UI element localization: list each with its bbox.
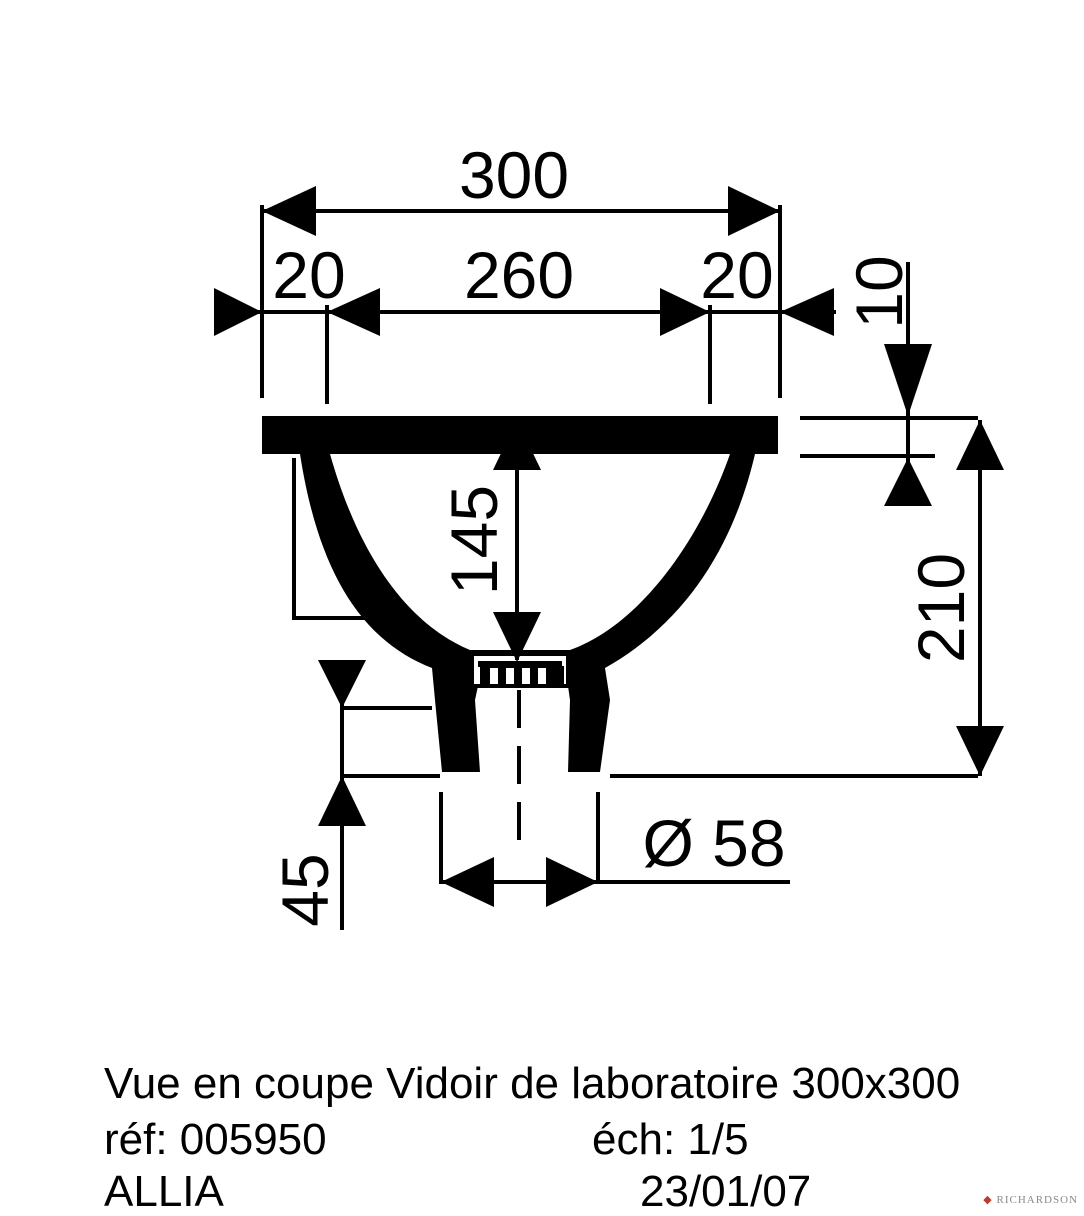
bowl-wall [300,454,755,772]
dim-overall-width: 300 [459,138,569,212]
dimension-labels: 300 20 260 20 10 145 210 45 Ø 58 [268,138,978,927]
caption-brand: ALLIA [104,1167,224,1216]
dim-rim-right: 20 [700,238,773,312]
dim-total-height: 210 [904,553,978,663]
dim-inner-width: 260 [464,238,574,312]
dim-bowl-depth: 145 [437,485,511,595]
support-bracket [292,458,372,620]
dim-outlet-diameter: Ø 58 [642,806,785,880]
watermark: ◆ RICHARDSON [983,1193,1078,1206]
dim-rim-thickness: 10 [842,255,916,328]
arrowheads [214,186,1004,907]
shield-icon: ◆ [983,1194,993,1206]
sink-section [262,416,778,840]
dim-outlet-height: 45 [268,853,342,926]
caption-title: Vue en coupe Vidoir de laboratoire 300x3… [104,1059,961,1108]
watermark-text: RICHARDSON [996,1194,1078,1206]
extension-lines [260,205,978,884]
dim-rim-left: 20 [272,238,345,312]
caption-date: 23/01/07 [640,1167,812,1216]
caption-scale: éch: 1/5 [592,1115,749,1164]
caption-reference: réf: 005950 [104,1115,327,1164]
